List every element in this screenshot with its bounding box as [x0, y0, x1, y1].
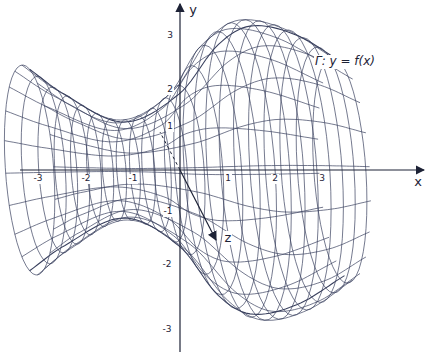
z-axis [180, 170, 216, 240]
mesh-line [22, 20, 337, 120]
tick-number: -3 [162, 325, 173, 335]
tick-number: -2 [162, 260, 173, 270]
y-axis [179, 4, 180, 352]
mesh-line [50, 119, 366, 153]
mesh-line [15, 28, 329, 123]
tick-number: 3 [166, 31, 174, 41]
x-axis [20, 169, 424, 170]
tick-number: -1 [163, 207, 174, 217]
tick-number: 1 [166, 122, 174, 132]
tick-number: 3 [318, 174, 326, 184]
tick-number: -3 [33, 174, 44, 184]
axis-label: y [188, 3, 198, 17]
curve-label: Γ: y = f(x) [314, 55, 376, 68]
tick-number: 2 [166, 85, 174, 95]
mesh-line [22, 211, 337, 294]
tick-number: -1 [128, 174, 139, 184]
mesh-line [55, 184, 371, 212]
axis-label: z [224, 231, 233, 245]
z-axis-hidden [160, 132, 180, 170]
mesh-line [6, 85, 320, 142]
tick-number: -2 [81, 174, 92, 184]
tick-number: 2 [271, 174, 279, 184]
tick-number: 1 [224, 174, 232, 184]
axis-label: x [413, 175, 423, 189]
